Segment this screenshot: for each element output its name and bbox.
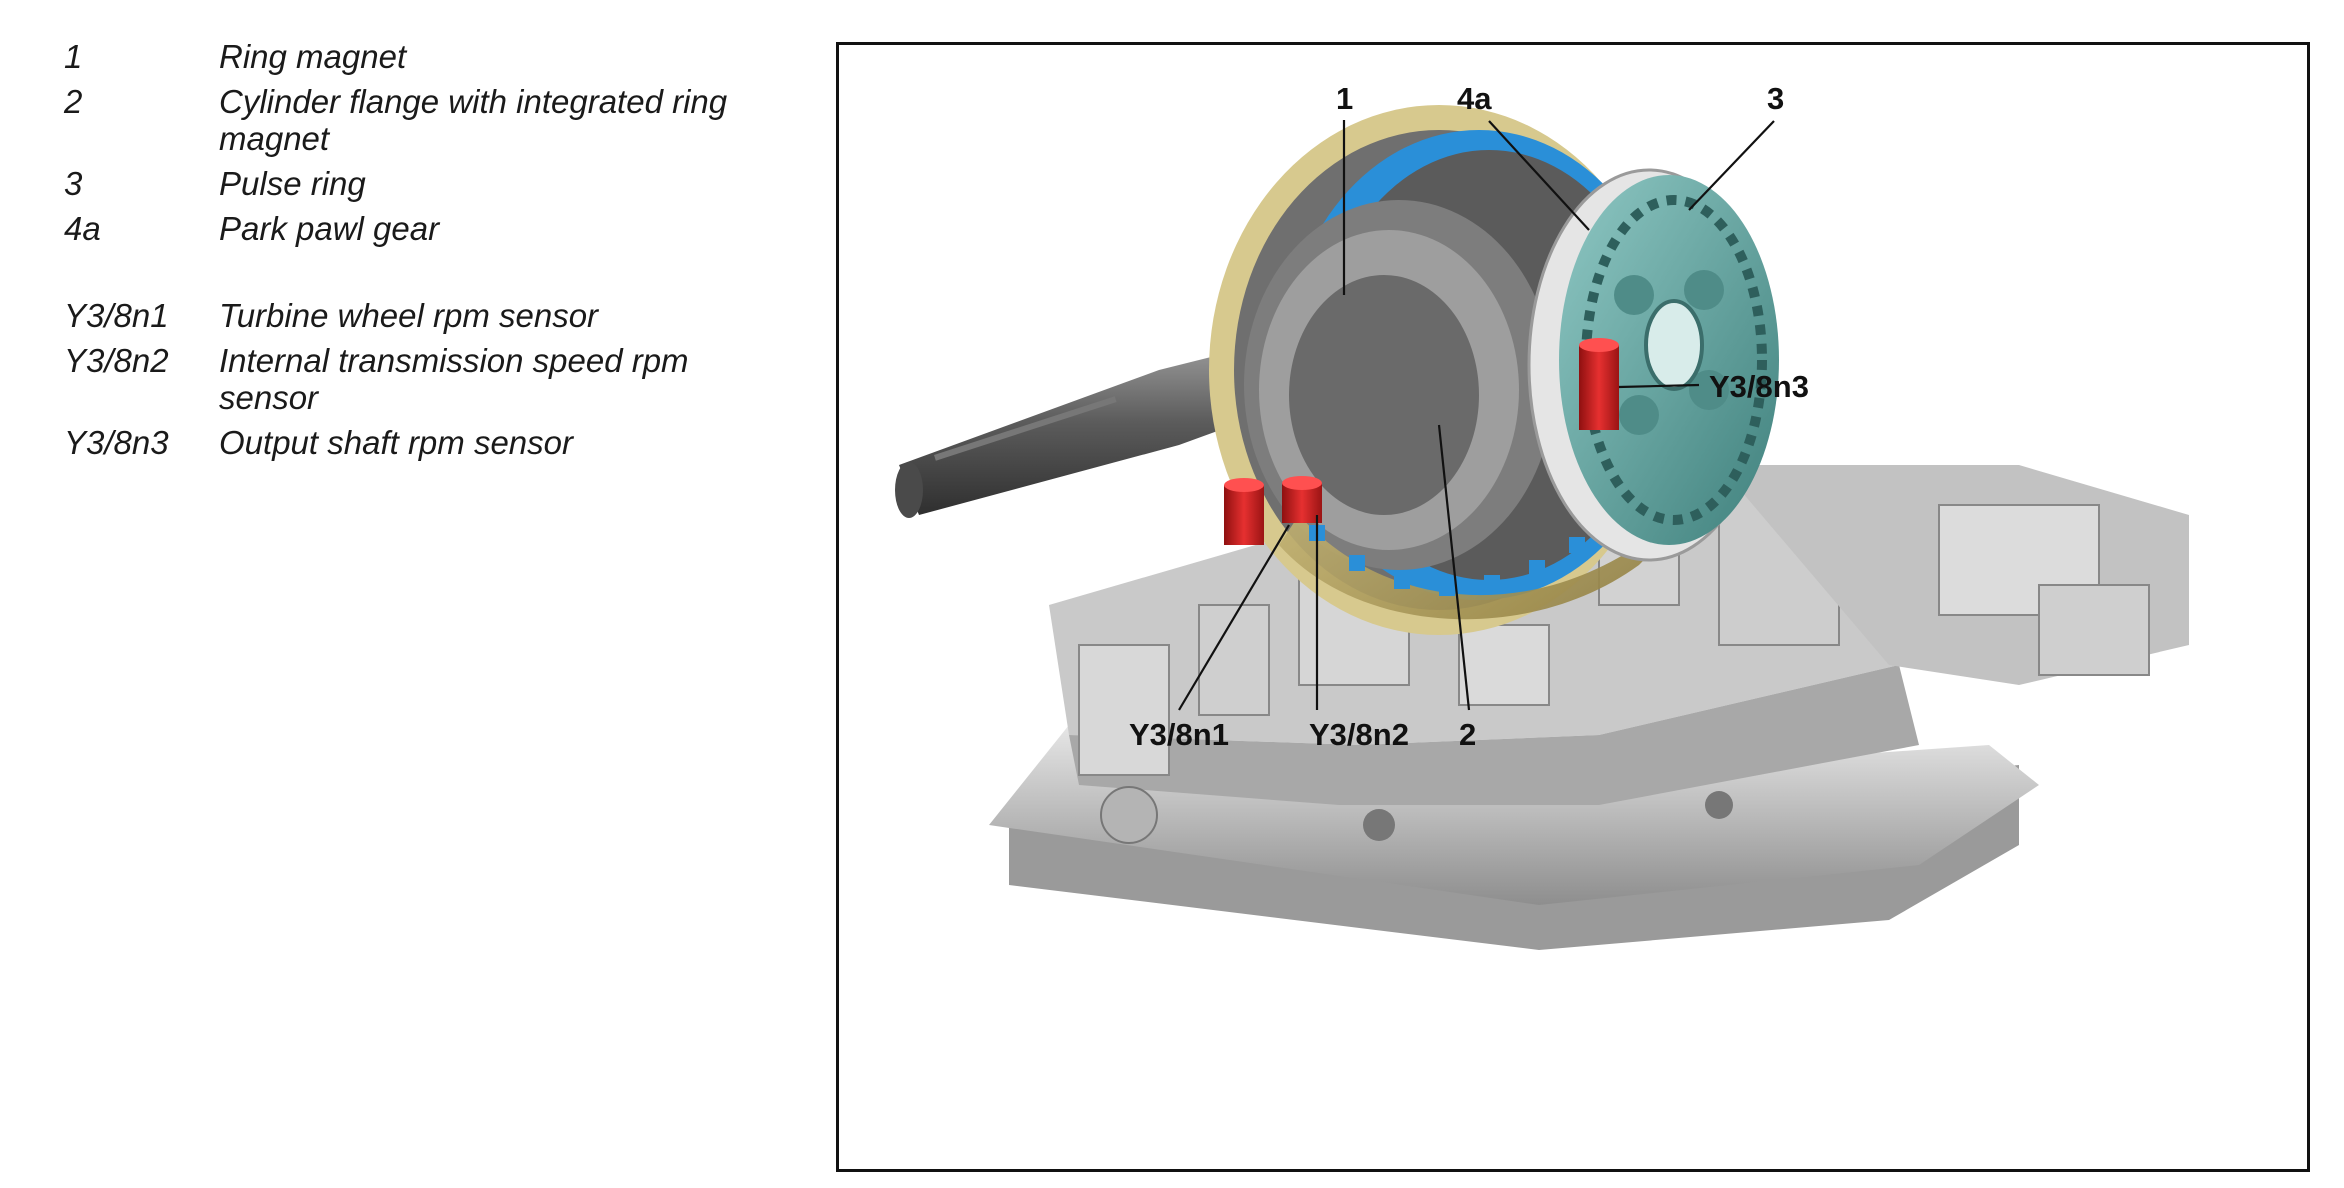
transmission-illustration: 1 4a 3 Y3/8n3 Y3/8n1 Y3/8n2 2 [895,81,2189,950]
legend-desc: Ring magnet [219,38,407,75]
legend-item-3: 3 Pulse ring [64,165,784,202]
legend-key: 1 [64,38,83,75]
valve-body [989,465,2189,950]
legend: 1 Ring magnet 2 Cylinder flange with int… [64,38,784,469]
transmission-figure: 1 4a 3 Y3/8n3 Y3/8n1 Y3/8n2 2 [836,42,2310,1172]
legend-item-y3-8n1: Y3/8n1 Turbine wheel rpm sensor [64,297,784,334]
callout-1: 1 [1336,81,1353,116]
sensors [1224,338,1619,545]
pulse-ring-assembly [1527,168,1779,562]
legend-item-y3-8n3: Y3/8n3 Output shaft rpm sensor [64,424,784,461]
callout-y3-8n1: Y3/8n1 [1129,717,1229,752]
legend-desc: Output shaft rpm sensor [219,424,573,461]
input-shaft [895,345,1289,518]
sensor-y3-8n1 [1224,485,1264,545]
legend-key: 3 [64,165,83,202]
legend-desc: Internal transmission speed rpm sensor [219,342,689,416]
callout-y3-8n2: Y3/8n2 [1309,717,1409,752]
legend-desc: Cylinder flange with integrated ring mag… [219,83,728,157]
legend-item-2: 2 Cylinder flange with integrated ring m… [64,83,784,157]
callout-2: 2 [1459,717,1476,752]
legend-item-4a: 4a Park pawl gear [64,210,784,247]
legend-key: Y3/8n3 [64,424,169,461]
legend-key: Y3/8n2 [64,342,169,379]
legend-desc: Park pawl gear [219,210,440,247]
sensor-y3-8n3 [1579,345,1619,430]
legend-key: 4a [64,210,101,247]
callout-3: 3 [1767,81,1784,116]
legend-item-y3-8n2: Y3/8n2 Internal transmission speed rpm s… [64,342,784,416]
callout-y3-8n3: Y3/8n3 [1709,369,1809,404]
legend-desc: Turbine wheel rpm sensor [219,297,599,334]
legend-key: Y3/8n1 [64,297,169,334]
callout-4a: 4a [1457,81,1492,116]
legend-key: 2 [64,83,83,120]
leader-lines [1178,120,1775,711]
legend-item-1: 1 Ring magnet [64,38,784,75]
legend-desc: Pulse ring [219,165,366,202]
